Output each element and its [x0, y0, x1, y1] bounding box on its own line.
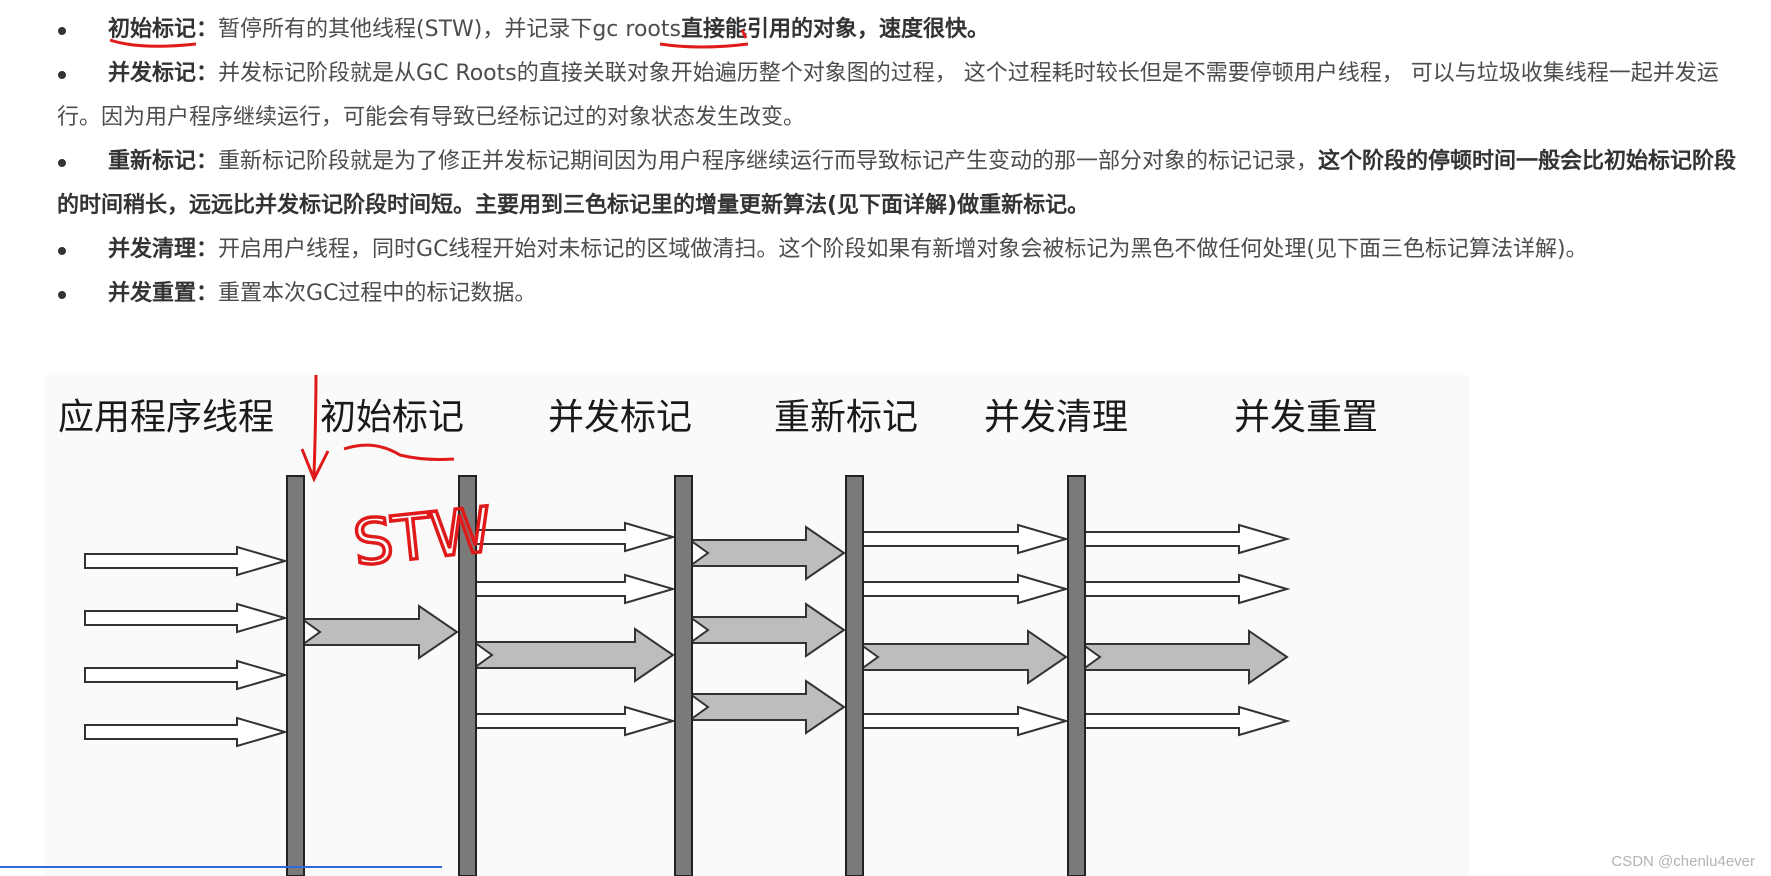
bullet-lead: 并发重置：: [108, 281, 219, 306]
cms-phase-diagram-svg: 应用程序线程 初始标记 并发标记 重新标记 并发清理 并发重置 STW: [44, 375, 1469, 876]
bullet-lead: 并发清理：: [108, 237, 219, 262]
bullet-list: 初始标记：暂停所有的其他线程(STW)，并记录下gc roots直接能引用的对象…: [0, 8, 1771, 316]
stw-annotation: STW: [350, 493, 495, 580]
red-underline-diagram: [343, 443, 455, 461]
bullet-lead: 初始标记：: [108, 17, 219, 42]
bar-concurrent-mark: [458, 475, 477, 876]
bullet-remark: 重新标记：重新标记阶段就是为了修正并发标记期间因为用户程序继续运行而导致标记产生…: [0, 140, 1771, 228]
bullet-text: 开启用户线程，同时GC线程开始对未标记的区域做清扫。这个阶段如果有新增对象会被标…: [218, 237, 1588, 262]
csdn-watermark: CSDN @chenlu4ever: [1611, 853, 1755, 870]
app-thread-arrow: [1082, 705, 1291, 737]
app-thread-arrow: [1082, 523, 1291, 555]
phase-labels: 应用程序线程 初始标记 并发标记 重新标记 并发清理 并发重置: [58, 397, 1378, 438]
bullet-dot: [58, 71, 66, 79]
app-thread-arrow: [475, 705, 677, 737]
app-thread-arrow: [475, 521, 677, 553]
phase-label-concurrent-reset: 并发重置: [1234, 397, 1378, 438]
gc-thread-arrow: [470, 627, 675, 683]
scroll-indicator[interactable]: [0, 866, 442, 868]
bullet-dot: [58, 27, 66, 35]
bullet-text: 并发标记阶段就是从GC Roots的直接关联对象开始遍历整个对象图的过程， 这个…: [57, 61, 1719, 130]
bar-concurrent-reset: [1067, 475, 1086, 876]
bullet-text: 暂停所有的其他线程(STW)，并记录下: [218, 17, 593, 42]
app-thread-arrow: [860, 573, 1070, 605]
gc-thread-arrow: [1078, 629, 1289, 685]
bullet-text-bold: 这个阶段的停顿时间一般会比初始标记阶段的时间稍长，远远比并发标记阶段时间短。主要…: [57, 149, 1737, 218]
bullet-dot: [58, 291, 66, 299]
app-thread-arrow: [1082, 573, 1291, 605]
bar-remark: [674, 475, 693, 876]
red-arrow-line: [312, 375, 318, 476]
gc-thread-arrow: [856, 629, 1068, 685]
bullet-lead: 重新标记：: [108, 149, 219, 174]
bullet-concurrent-reset: 并发重置：重置本次GC过程中的标记数据。: [0, 272, 1771, 316]
gc-thread-arrow: [686, 602, 846, 658]
bullet-concurrent-sweep: 并发清理：开启用户线程，同时GC线程开始对未标记的区域做清扫。这个阶段如果有新增…: [0, 228, 1771, 272]
phase-label-remark: 重新标记: [774, 397, 918, 438]
bar-initial-mark: [286, 475, 305, 876]
bar-concurrent-sweep: [845, 475, 864, 876]
app-thread-arrow: [84, 545, 289, 577]
app-thread-arrow: [84, 602, 289, 634]
bullet-dot: [58, 247, 66, 255]
gc-thread-arrow: [686, 525, 846, 581]
gc-thread-arrow: [298, 604, 459, 660]
app-thread-arrow: [475, 573, 677, 605]
cms-phase-diagram: 应用程序线程 初始标记 并发标记 重新标记 并发清理 并发重置 STW: [44, 375, 1469, 876]
bullet-text-gc-roots: gc roots: [592, 17, 681, 42]
bullet-text: 重置本次GC过程中的标记数据。: [218, 281, 537, 306]
red-arrow-head: [300, 448, 330, 483]
gc-thread-arrow: [686, 679, 846, 735]
phase-bars: [286, 475, 1086, 876]
bullet-text-bold: 直接能引用的对象，速度很快。: [680, 17, 989, 42]
app-thread-arrow: [84, 716, 289, 748]
phase-label-concurrent-mark: 并发标记: [548, 397, 692, 438]
app-thread-arrow: [860, 523, 1070, 555]
red-annotations: STW: [300, 375, 497, 582]
phase-label-app-threads: 应用程序线程: [58, 397, 274, 438]
phase-label-concurrent-sweep: 并发清理: [984, 397, 1128, 438]
bullet-initial-mark: 初始标记：暂停所有的其他线程(STW)，并记录下gc roots直接能引用的对象…: [0, 8, 1771, 52]
app-thread-arrow: [860, 705, 1070, 737]
bullet-lead: 并发标记：: [108, 61, 219, 86]
bullet-dot: [58, 159, 66, 167]
app-thread-arrow: [84, 659, 289, 691]
phase-label-initial-mark: 初始标记: [320, 397, 464, 438]
thread-arrows: [84, 521, 1291, 748]
bullet-concurrent-mark: 并发标记：并发标记阶段就是从GC Roots的直接关联对象开始遍历整个对象图的过…: [0, 52, 1771, 140]
bullet-text: 重新标记阶段就是为了修正并发标记期间因为用户程序继续运行而导致标记产生变动的那一…: [218, 149, 1319, 174]
